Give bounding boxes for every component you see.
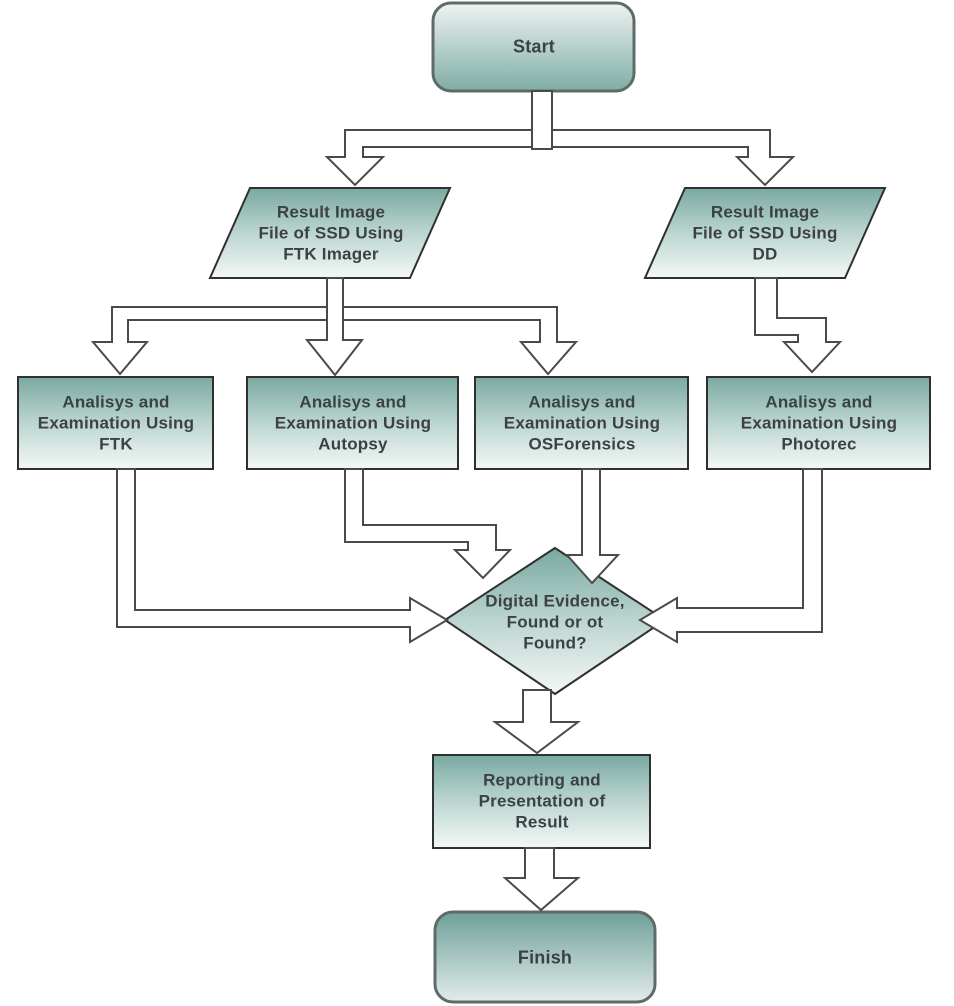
exam-osforensics-node-label: Analisys and Examination Using OSForensi… xyxy=(504,392,660,455)
label-line: FTK Imager xyxy=(283,244,379,264)
connector-result-dd-to-photorec xyxy=(754,277,843,374)
label-line: File of SSD Using xyxy=(258,223,404,243)
label-line: File of SSD Using xyxy=(692,223,838,243)
label-line: Digital Evidence, xyxy=(485,591,625,611)
connector-exam-ftk-to-decision xyxy=(116,468,449,644)
connector-start-to-result-dd xyxy=(551,129,796,187)
exam-osforensics-node-shape xyxy=(474,376,689,470)
label-line: Result Image xyxy=(276,202,386,222)
result-ftk-node-label: Result Image File of SSD Using FTK Image… xyxy=(258,202,403,265)
result-dd-node-label: Result Image File of SSD Using DD xyxy=(692,202,837,265)
connector-result-ftk-split-bar xyxy=(90,306,579,376)
exam-photorec-node-label: Analisys and Examination Using Photorec xyxy=(741,392,897,455)
result-ftk-node-shape xyxy=(208,187,452,279)
label-line: Examination Using xyxy=(274,413,432,433)
label-line: Result Image xyxy=(710,202,820,222)
label-line: Analisys and xyxy=(765,392,873,412)
connector-reporting-to-finish xyxy=(502,847,581,912)
connector-exam-autopsy-to-decision xyxy=(344,468,513,580)
label-line: Result xyxy=(515,812,569,832)
label-line: Start xyxy=(512,36,556,57)
label-line: Found? xyxy=(523,633,587,653)
connector-result-ftk-to-autopsy xyxy=(304,277,365,377)
label-line: Analisys and xyxy=(299,392,407,412)
label-line: DD xyxy=(752,244,778,264)
connector-start-to-result-ftk xyxy=(324,129,553,187)
label-line: OSForensics xyxy=(528,434,636,454)
exam-ftk-node-shape xyxy=(17,376,214,470)
label-line: Analisys and xyxy=(62,392,170,412)
label-line: Examination Using xyxy=(740,413,898,433)
decision-node-shape xyxy=(443,546,667,696)
label-line: Analisys and xyxy=(528,392,636,412)
reporting-node-label: Reporting and Presentation of Result xyxy=(479,770,606,833)
connector-exam-photorec-to-decision xyxy=(638,468,823,644)
label-line: Finish xyxy=(517,947,573,968)
exam-ftk-node-label: Analisys and Examination Using FTK xyxy=(38,392,194,455)
label-line: Found or ot xyxy=(506,612,604,632)
label-line: Reporting and xyxy=(483,770,601,790)
finish-node-shape xyxy=(433,910,657,1004)
result-dd-node-shape xyxy=(643,187,887,279)
exam-photorec-node-shape xyxy=(706,376,931,470)
label-line: Examination Using xyxy=(503,413,661,433)
exam-autopsy-node-label: Analisys and Examination Using Autopsy xyxy=(275,392,431,455)
reporting-node-shape xyxy=(432,754,651,849)
connector-decision-to-reporting xyxy=(491,689,581,755)
connector-start-stem xyxy=(531,90,553,150)
connector-exam-osforensics-to-decision xyxy=(564,468,621,585)
start-node-label: Start xyxy=(513,37,555,58)
label-line: Autopsy xyxy=(318,434,388,454)
decision-node-label: Digital Evidence, Found or ot Found? xyxy=(485,591,624,654)
finish-node-label: Finish xyxy=(518,948,572,969)
label-line: Photorec xyxy=(781,434,857,454)
exam-autopsy-node-shape xyxy=(246,376,459,470)
label-line: Presentation of xyxy=(478,791,606,811)
label-line: Examination Using xyxy=(37,413,195,433)
label-line: FTK xyxy=(99,434,133,454)
